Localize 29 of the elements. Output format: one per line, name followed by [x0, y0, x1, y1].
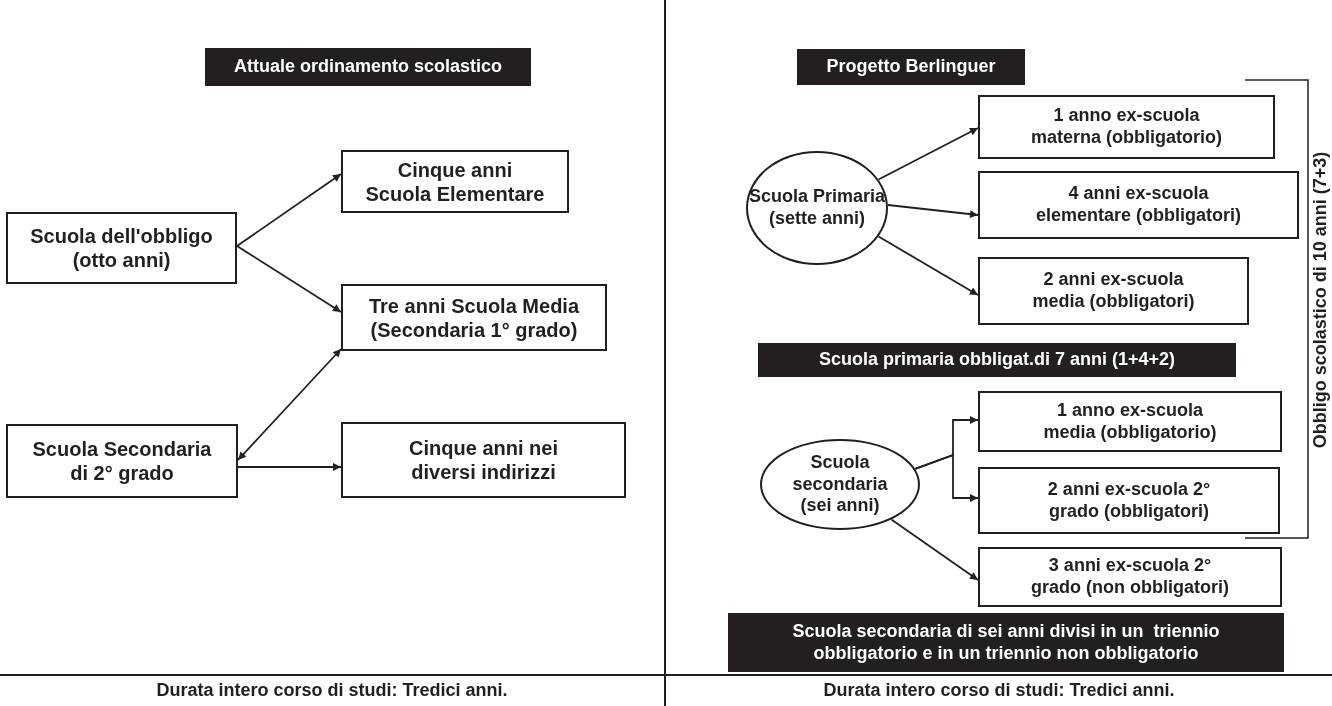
footer-note: Durata intero corso di studi: Tredici anni. — [822, 680, 1176, 701]
title-banner: Scuola primaria obbligat.di 7 anni (1+4+2) — [758, 343, 1236, 377]
process-box: 2 anni ex-scuola 2° grado (obbligatori) — [978, 467, 1280, 534]
bracket-label: Obbligo scolastico di 10 anni (7+3) — [1309, 151, 1331, 449]
process-box: Cinque anni nei diversi indirizzi — [341, 422, 626, 498]
title-banner: Scuola secondaria di sei anni divisi in un triennio obbligatorio e in un triennio non obbligatorio — [728, 613, 1284, 672]
process-box: Scuola dell'obbligo (otto anni) — [6, 212, 237, 284]
arrow — [236, 173, 342, 247]
arrow — [236, 245, 342, 313]
process-box: 2 anni ex-scuola media (obbligatori) — [978, 257, 1249, 325]
arrow — [237, 348, 342, 461]
process-box: Tre anni Scuola Media (Secondaria 1° grado) — [341, 284, 607, 351]
ellipse-node: Scuola secondaria (sei anni) — [760, 439, 920, 530]
process-box: Scuola Secondaria di 2° grado — [6, 424, 238, 498]
process-box: 1 anno ex-scuola media (obbligatorio) — [978, 391, 1282, 452]
ellipse-node: Scuola Primaria (sette anni) — [746, 151, 888, 265]
arrow — [237, 463, 342, 471]
footer-note: Durata intero corso di studi: Tredici anni. — [155, 680, 509, 701]
arrow — [887, 204, 979, 219]
process-box: 1 anno ex-scuola materna (obbligatorio) — [978, 95, 1275, 159]
title-banner: Progetto Berlinguer — [797, 49, 1025, 85]
process-box: 3 anni ex-scuola 2° grado (non obbligatori) — [978, 547, 1282, 607]
arrow — [914, 453, 979, 502]
title-banner: Attuale ordinamento scolastico — [205, 48, 531, 86]
arrow — [890, 518, 979, 581]
process-box: 4 anni ex-scuola elementare (obbligatori) — [978, 171, 1299, 239]
arrow — [877, 235, 979, 296]
arrow — [877, 127, 979, 181]
process-box: Cinque anni Scuola Elementare — [341, 150, 569, 213]
